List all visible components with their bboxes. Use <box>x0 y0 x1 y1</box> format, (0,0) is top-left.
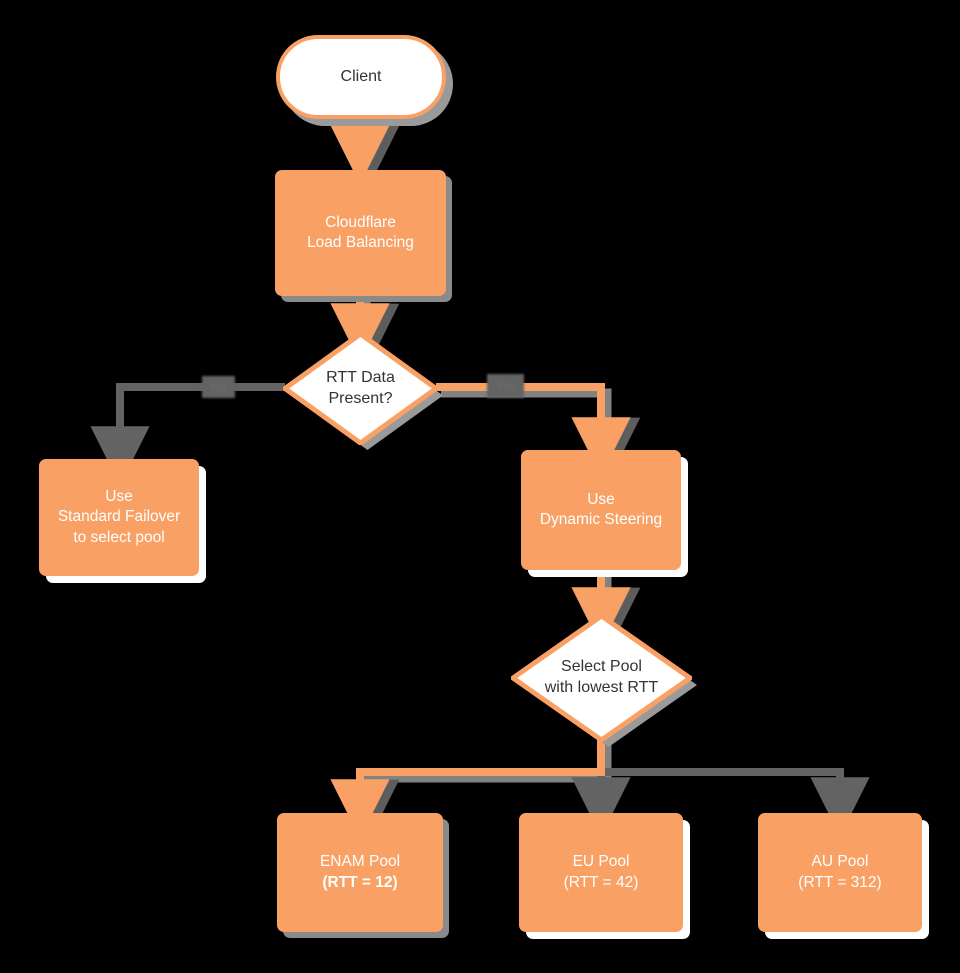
node-dynamic-steering-line-1: Use <box>587 490 615 508</box>
node-load-balancing[interactable]: Cloudflare Load Balancing <box>275 170 446 296</box>
node-enam-pool-name: ENAM Pool <box>319 853 401 871</box>
node-select-pool-line-2: with lowest RTT <box>544 679 659 696</box>
node-dynamic-steering-line-2: Dynamic Steering <box>539 511 663 528</box>
node-select-pool[interactable]: Select Pool with lowest RTT <box>511 614 697 747</box>
node-au-pool-name: AU Pool <box>811 853 869 871</box>
edge-label-yes-text: Yes <box>495 379 516 393</box>
node-load-balancing-line-2: Load Balancing <box>307 234 414 251</box>
edge-label-no-text: No <box>210 380 227 394</box>
node-standard-failover[interactable]: Use Standard Failover to select pool <box>39 459 199 576</box>
node-client-label: Client <box>340 68 382 86</box>
node-rtt-check[interactable]: RTT Data Present? <box>283 332 443 450</box>
node-standard-failover-label: Use Standard Failover to select pool <box>58 487 180 548</box>
node-dynamic-steering[interactable]: Use Dynamic Steering <box>521 450 681 570</box>
node-au-pool[interactable]: AU Pool (RTT = 312) <box>758 813 922 932</box>
node-eu-pool[interactable]: EU Pool (RTT = 42) <box>519 813 683 932</box>
node-select-pool-shape <box>511 614 692 742</box>
node-dynamic-steering-label: Use Dynamic Steering <box>540 490 662 531</box>
node-rtt-check-label: RTT Data Present? <box>283 332 438 445</box>
node-eu-pool-label: EU Pool (RTT = 42) <box>564 852 639 893</box>
node-select-pool-line-1: Select Pool <box>561 658 642 676</box>
node-standard-failover-line-2: Standard Failover <box>57 508 181 526</box>
node-load-balancing-label: Cloudflare Load Balancing <box>307 213 414 254</box>
node-standard-failover-line-1: Use <box>105 487 133 505</box>
node-client[interactable]: Client <box>276 35 446 119</box>
node-rtt-check-line-2: Present? <box>328 389 393 407</box>
edge-label-no: No <box>202 376 235 398</box>
node-enam-pool[interactable]: ENAM Pool (RTT = 12) <box>277 813 443 932</box>
node-rtt-check-shape <box>283 332 438 445</box>
node-enam-pool-rtt: (RTT = 12) <box>322 873 398 891</box>
node-eu-pool-name: EU Pool <box>572 853 630 871</box>
edge-select-enam <box>330 740 605 839</box>
node-au-pool-rtt: (RTT = 312) <box>798 873 882 891</box>
edge-label-yes: Yes <box>487 374 524 398</box>
node-select-pool-label: Select Pool with lowest RTT <box>511 614 692 742</box>
node-rtt-check-line-1: RTT Data <box>326 368 395 386</box>
node-eu-pool-rtt: (RTT = 42) <box>563 873 639 891</box>
node-enam-pool-label: ENAM Pool (RTT = 12) <box>320 852 400 893</box>
node-load-balancing-line-1: Cloudflare <box>325 213 396 231</box>
edge-select-au <box>601 768 870 837</box>
node-au-pool-label: AU Pool (RTT = 312) <box>798 852 881 893</box>
node-standard-failover-line-3: to select pool <box>73 528 165 546</box>
